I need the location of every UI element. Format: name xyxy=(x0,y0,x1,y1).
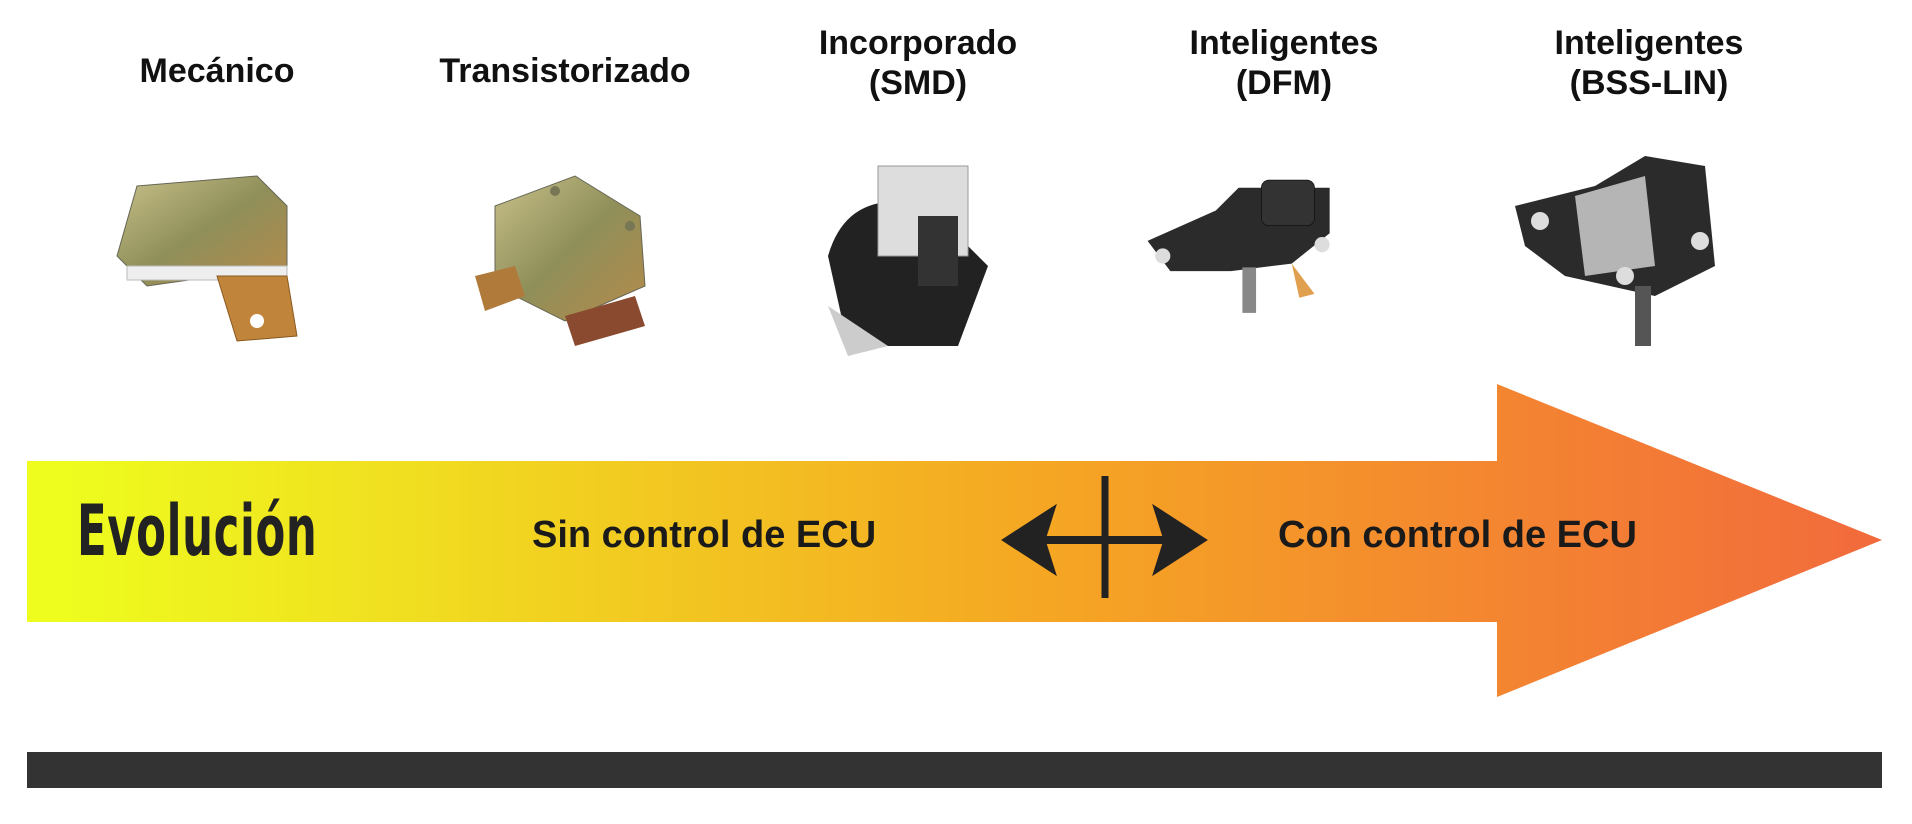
title-line: Transistorizado xyxy=(439,52,691,90)
transistorized-regulator-image xyxy=(475,175,646,346)
title-line: (SMD) xyxy=(868,64,968,102)
with-ecu-control-label: Con control de ECU xyxy=(1278,514,1637,556)
without-ecu-control-label: Sin control de ECU xyxy=(532,514,877,556)
category-title-smd: Incorporado(SMD) xyxy=(758,23,1078,103)
evolution-label: Evolución xyxy=(77,490,318,572)
title-line: (BSS-LIN) xyxy=(1569,64,1729,102)
title-line: (DFM) xyxy=(1235,64,1333,102)
dfm-regulator-image xyxy=(1147,179,1330,313)
category-title-dfm: Inteligentes(DFM) xyxy=(1124,23,1444,103)
mechanical-regulator-image xyxy=(116,175,298,342)
title-line: Inteligentes xyxy=(1554,24,1744,62)
smd-regulator-image xyxy=(828,165,988,356)
title-line: Incorporado xyxy=(818,24,1018,62)
title-line: Mecánico xyxy=(139,52,295,90)
bidirectional-arrow-icon xyxy=(1001,476,1208,598)
category-title-bss-lin: Inteligentes(BSS-LIN) xyxy=(1489,23,1809,103)
category-title-transistorizado: Transistorizado xyxy=(405,51,725,91)
bss-lin-regulator-image xyxy=(1515,156,1715,346)
category-title-mecanico: Mecánico xyxy=(57,51,377,91)
bottom-bar xyxy=(27,752,1882,788)
title-line: Inteligentes xyxy=(1189,24,1379,62)
